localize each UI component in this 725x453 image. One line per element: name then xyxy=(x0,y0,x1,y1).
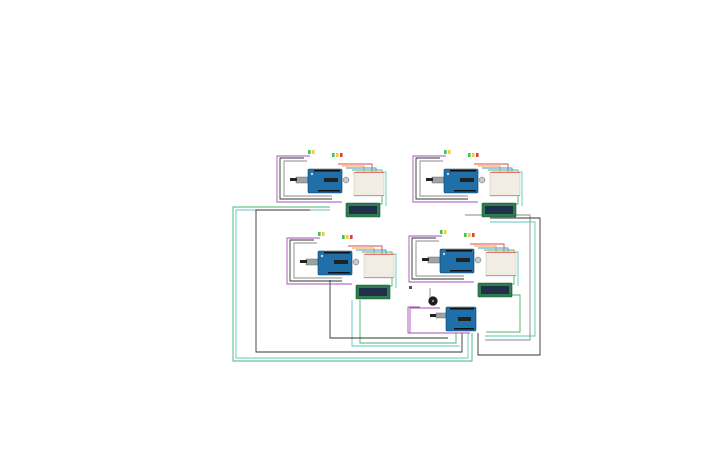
buzzer xyxy=(428,296,438,306)
station-4 xyxy=(408,229,519,298)
main-controller xyxy=(409,306,477,334)
small-component xyxy=(409,286,412,289)
interconnect-wires xyxy=(232,206,541,362)
station-3-board xyxy=(286,231,397,300)
station-2 xyxy=(412,149,523,218)
station-2-board xyxy=(412,149,523,218)
station-3 xyxy=(286,231,397,300)
station-4-board xyxy=(408,229,519,298)
